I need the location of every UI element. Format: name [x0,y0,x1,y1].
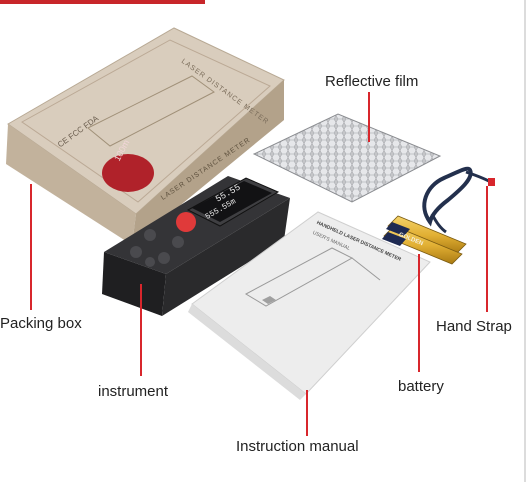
leader-battery [418,254,420,372]
leader-instruction-manual [306,390,308,436]
instruction-manual [188,211,431,400]
reflective-film [252,113,442,203]
accent-bar [0,0,205,4]
label-instrument: instrument [98,383,169,400]
leader-reflective-film [368,92,370,142]
measure-button [176,212,196,232]
leader-hand-strap [486,186,488,312]
label-instruction-manual: Instruction manual [236,438,359,455]
batteries [382,215,467,265]
label-battery: battery [398,378,444,395]
leader-packing-box [30,184,32,310]
label-packing-box: Packing box [0,315,82,332]
hand-strap [422,166,495,234]
instrument [102,176,290,316]
label-hand-strap: Hand Strap [436,318,512,335]
leader-instrument [140,284,142,376]
edge-divider [524,0,526,482]
box-device-outline [87,75,215,147]
packing-box [6,27,285,245]
label-reflective-film: Reflective film [325,73,419,90]
